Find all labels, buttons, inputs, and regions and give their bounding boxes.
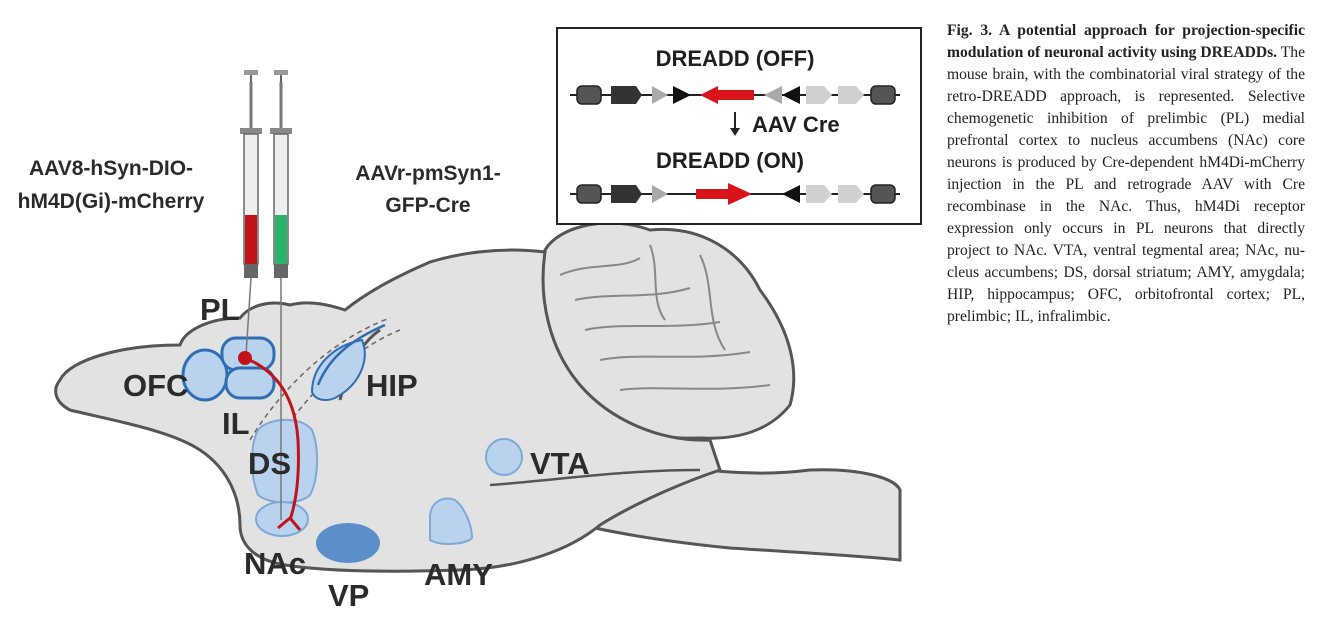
ventral-line bbox=[489, 468, 701, 487]
construct-off bbox=[570, 85, 900, 105]
amy-region bbox=[429, 497, 474, 545]
label-hip: HIP bbox=[366, 368, 418, 403]
dreadd-construct-box: DREADD (OFF) AAV Cre DREADD (ON) bbox=[556, 27, 922, 225]
label-pl: PL bbox=[200, 292, 240, 327]
hip-region bbox=[310, 338, 366, 401]
nac-region bbox=[255, 501, 309, 537]
label-il: IL bbox=[222, 406, 250, 441]
projection-axon bbox=[244, 356, 300, 521]
brain-figure: AAV8-hSyn-DIO- hM4D(Gi)-mCherry AAVr-pmS… bbox=[18, 27, 922, 613]
white-matter-dashed bbox=[249, 317, 391, 441]
dreadd-off-title: DREADD (OFF) bbox=[656, 46, 815, 71]
syringe-left bbox=[240, 70, 262, 356]
label-vp: VP bbox=[328, 578, 369, 613]
label-ds: DS bbox=[248, 446, 291, 481]
label-amy: AMY bbox=[424, 557, 493, 592]
hip-arc bbox=[316, 323, 386, 386]
dreadd-on-title: DREADD (ON) bbox=[656, 148, 804, 173]
pl-neuron bbox=[238, 351, 252, 365]
projection-terminal bbox=[277, 516, 302, 531]
label-ofc: OFC bbox=[123, 368, 188, 403]
il-region bbox=[224, 366, 276, 400]
vta-region bbox=[485, 438, 523, 476]
caption-body: The mouse brain, with the combinatorial … bbox=[947, 44, 1305, 325]
injection-right-line1: AAVr-pmSyn1- bbox=[355, 162, 500, 185]
syringe-right bbox=[270, 70, 292, 520]
injection-left-line2: hM4D(Gi)-mCherry bbox=[18, 190, 205, 213]
brain-outline bbox=[54, 248, 722, 573]
vp-region bbox=[316, 523, 380, 563]
ofc-region bbox=[181, 348, 229, 402]
cerebellum-folds bbox=[559, 244, 771, 391]
caption-label: Fig. 3. A potential approach for project… bbox=[947, 22, 1305, 61]
injection-left-line1: AAV8-hSyn-DIO- bbox=[29, 157, 193, 180]
label-nac: NAc bbox=[244, 546, 306, 581]
label-vta: VTA bbox=[530, 446, 590, 481]
construct-on bbox=[570, 183, 900, 205]
injection-right-line2: GFP-Cre bbox=[385, 194, 470, 217]
figure-caption: Fig. 3. A potential approach for project… bbox=[947, 20, 1305, 328]
aav-cre-label: AAV Cre bbox=[752, 112, 840, 137]
